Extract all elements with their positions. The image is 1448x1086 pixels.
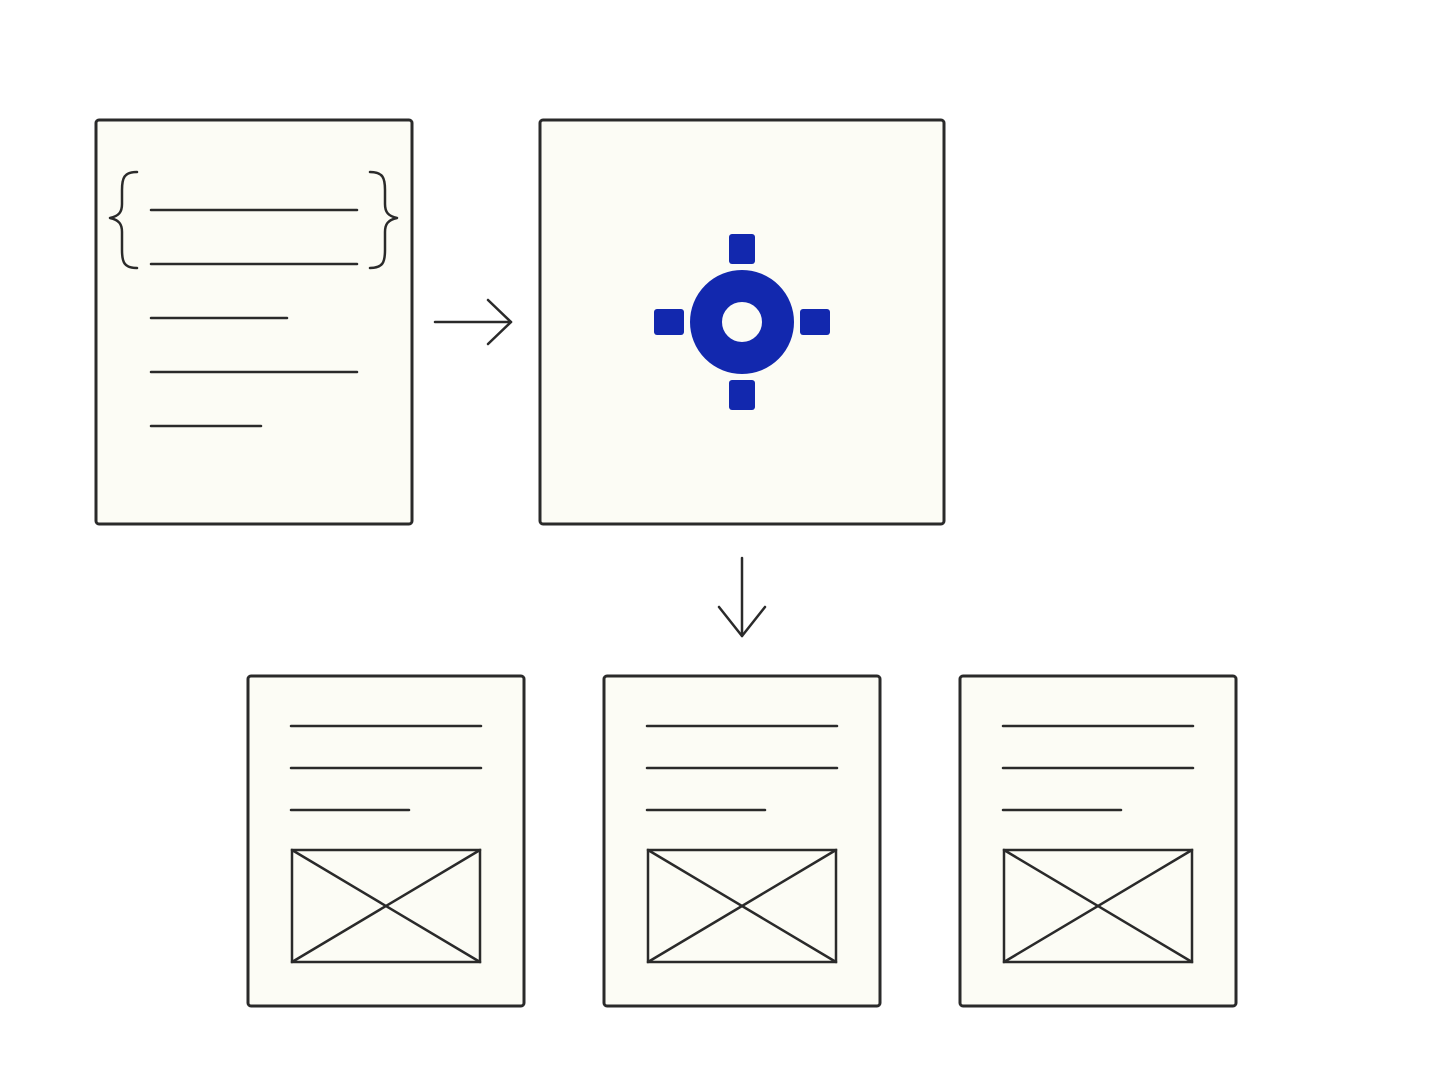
data-document-icon — [108, 170, 399, 428]
page-with-image-icon — [645, 724, 839, 964]
image-placeholder-icon — [1002, 848, 1194, 964]
image-frame — [1002, 848, 1194, 964]
crosshair-gear-icon — [654, 234, 830, 410]
output-page — [246, 674, 526, 1008]
arrow-right-icon — [433, 298, 513, 346]
output-page-card — [602, 674, 882, 1008]
processor-node — [538, 118, 946, 526]
output-pages — [246, 674, 1238, 1008]
image-cross — [646, 848, 838, 964]
image-cross — [1002, 848, 1194, 964]
left-brace — [108, 170, 139, 270]
output-page-card — [246, 674, 526, 1008]
source-document — [94, 118, 414, 526]
image-frame — [646, 848, 838, 964]
image-placeholder-icon — [290, 848, 482, 964]
image-frame — [290, 848, 482, 964]
page-with-image-icon — [289, 724, 483, 964]
source-document-card — [94, 118, 414, 526]
output-page — [602, 674, 882, 1008]
image-cross — [290, 848, 482, 964]
image-placeholder-icon — [646, 848, 838, 964]
output-page — [958, 674, 1238, 1008]
right-brace — [368, 170, 399, 270]
output-page-card — [958, 674, 1238, 1008]
page-with-image-icon — [1001, 724, 1195, 964]
arrow-down-icon — [717, 556, 767, 638]
